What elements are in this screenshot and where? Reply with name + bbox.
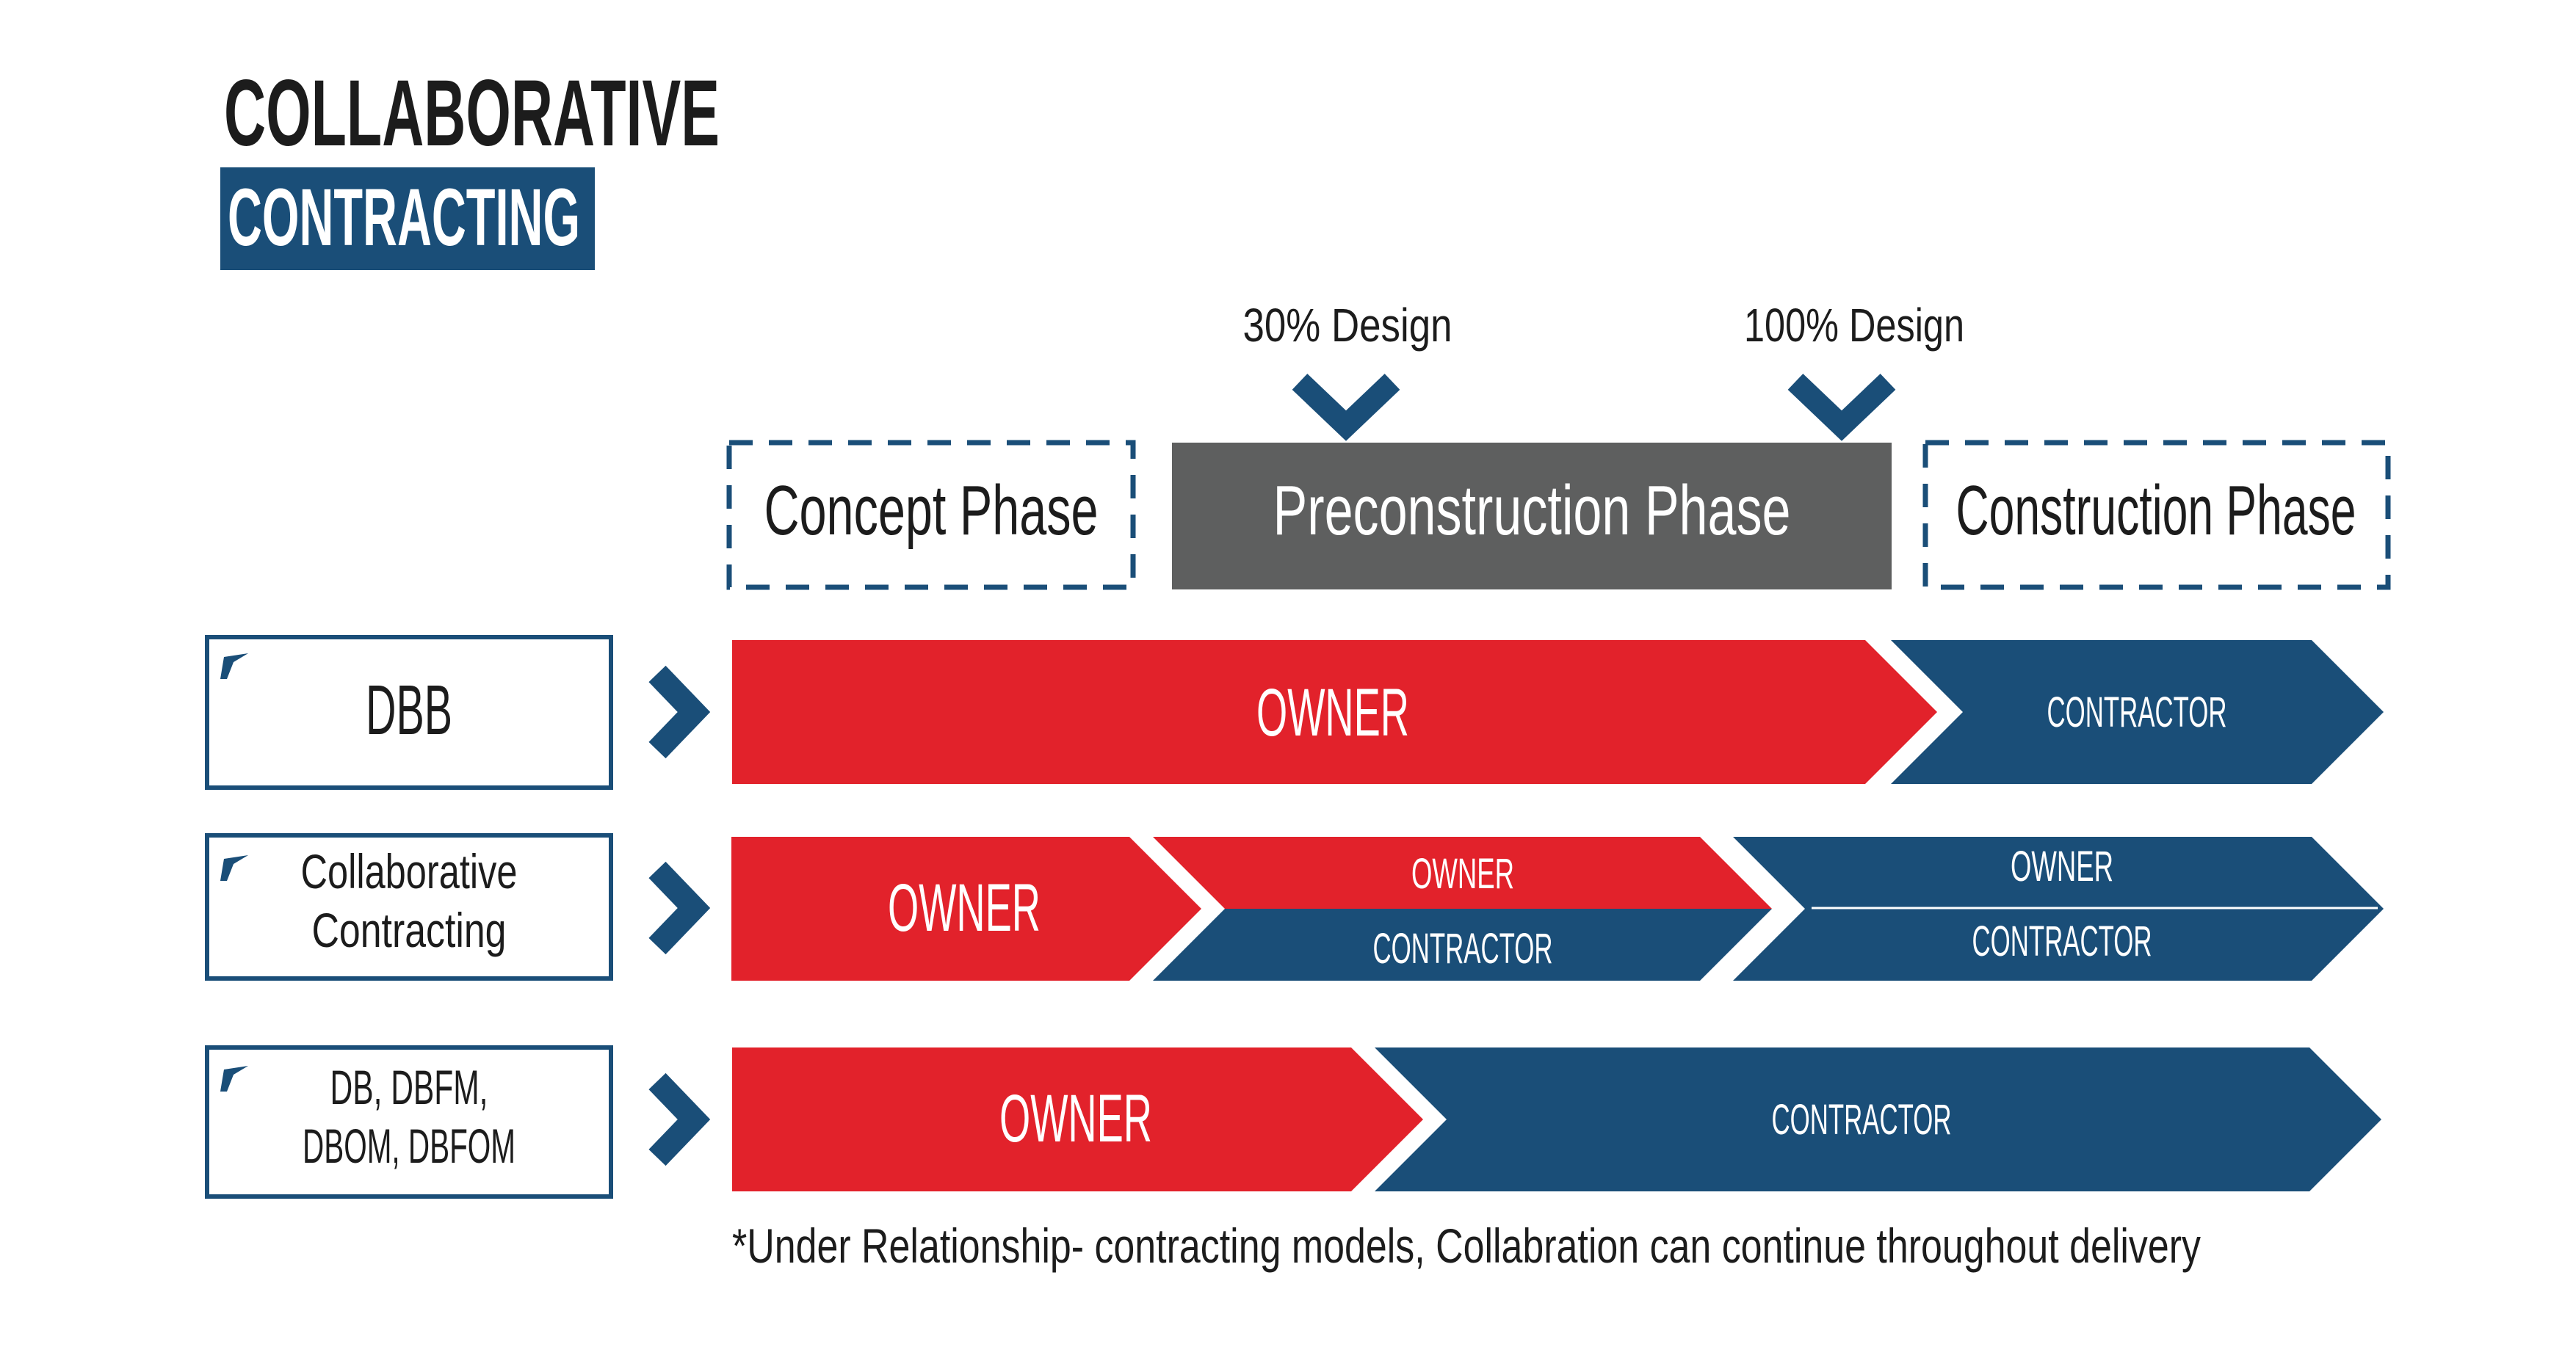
title-line2: CONTRACTING	[228, 173, 580, 263]
phase-concept-box	[726, 440, 1136, 590]
row-collaborative-mid-owner-label: OWNER	[1411, 850, 1514, 898]
row-dbb-owner-segment	[732, 640, 1937, 784]
phase-construction: Construction Phase	[1922, 440, 2391, 590]
row-dbb-model-label: DBB	[366, 671, 452, 749]
phase-concept: Concept Phase	[726, 440, 1136, 590]
row-collaborative-owner-label: OWNER	[888, 871, 1041, 945]
row-db-arrow-icon	[648, 1072, 711, 1166]
row-collaborative: Collaborative Contracting OWNER OWNER CO…	[205, 833, 2384, 981]
milestone-30-chevron-icon	[1292, 374, 1400, 441]
row-collaborative-corner-icon	[220, 855, 248, 881]
milestone-100-chevron-icon	[1787, 374, 1896, 441]
title-block: COLLABORATIVE CONTRACTING	[220, 61, 720, 270]
row-collaborative-mid-contractor-half	[1153, 909, 1772, 981]
milestone-30: 30% Design	[1243, 299, 1452, 441]
phase-preconstruction-box	[1172, 443, 1892, 589]
milestone-100: 100% Design	[1744, 299, 1964, 441]
row-db-contractor-segment	[1375, 1047, 2381, 1191]
row-db-model-box	[205, 1045, 613, 1199]
row-dbb-arrow-icon	[648, 665, 711, 759]
title-line2-background	[220, 167, 595, 270]
row-db-model-line2: DBOM, DBFOM	[303, 1119, 515, 1173]
row-collaborative-arrow-icon	[648, 861, 711, 955]
row-dbb: DBB OWNER CONTRACTOR	[205, 635, 2384, 790]
row-dbb-model-box	[205, 635, 613, 790]
milestone-30-label: 30% Design	[1243, 299, 1452, 352]
row-collaborative-construction-owner-label: OWNER	[2011, 843, 2113, 890]
row-db-contractor-label: CONTRACTOR	[1772, 1096, 1952, 1144]
phase-construction-label: Construction Phase	[1956, 471, 2356, 550]
row-db-owner-segment	[732, 1047, 1423, 1191]
row-collaborative-model-line1: Collaborative	[301, 844, 518, 898]
row-dbb-owner-label: OWNER	[1256, 675, 1409, 750]
row-collaborative-mid-owner-half	[1153, 837, 1772, 909]
row-db-model-line1: DB, DBFM,	[330, 1060, 488, 1114]
row-dbb-contractor-label: CONTRACTOR	[2047, 689, 2227, 736]
footnote: *Under Relationship- contracting models,…	[732, 1219, 2201, 1273]
phase-preconstruction-label: Preconstruction Phase	[1273, 471, 1791, 550]
row-collaborative-model-box	[205, 833, 613, 981]
title-line1: COLLABORATIVE	[224, 61, 720, 166]
phase-concept-label: Concept Phase	[764, 471, 1099, 550]
row-db-owner-label: OWNER	[999, 1081, 1152, 1156]
row-collaborative-construction-contractor-label: CONTRACTOR	[1972, 918, 2152, 965]
row-dbb-corner-icon	[220, 653, 248, 679]
row-dbb-contractor-segment	[1891, 640, 2384, 784]
row-collaborative-mid-contractor-label: CONTRACTOR	[1373, 925, 1553, 973]
phase-preconstruction: Preconstruction Phase	[1172, 443, 1892, 589]
phase-construction-box	[1922, 440, 2391, 590]
row-db: DB, DBFM, DBOM, DBFOM OWNER CONTRACTOR	[205, 1045, 2381, 1199]
milestone-100-label: 100% Design	[1744, 299, 1964, 352]
row-collaborative-model-line2: Contracting	[312, 903, 507, 957]
row-db-corner-icon	[220, 1066, 248, 1092]
row-collaborative-owner-segment	[731, 837, 1201, 981]
